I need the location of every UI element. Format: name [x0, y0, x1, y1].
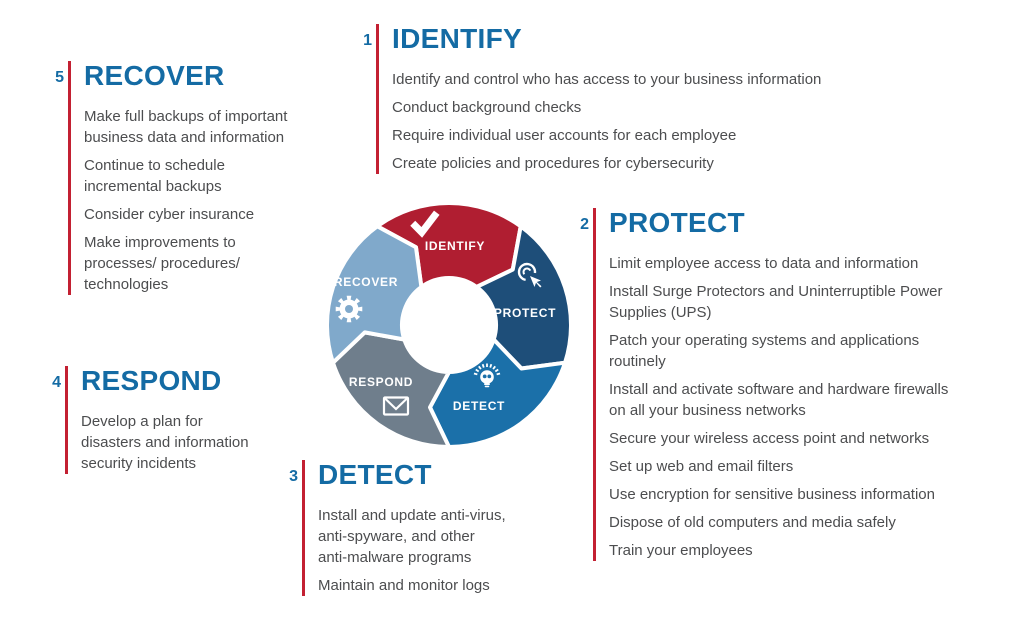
section-title-detect: DETECT: [318, 459, 432, 490]
section-item: Dispose of old computers and media safel…: [609, 514, 896, 531]
section-respond: 4 RESPOND Develop a plan for disasters a…: [43, 366, 278, 474]
section-item: Install and activate software and hardwa…: [609, 381, 949, 419]
section-item: Use encryption for sensitive business in…: [609, 486, 935, 503]
section-number-protect: 2: [580, 216, 589, 233]
wheel-label-identify: IDENTIFY: [425, 239, 485, 253]
check-icon: [410, 210, 440, 238]
section-body-identify: IDENTIFY Identify and control who has ac…: [376, 24, 821, 174]
section-number-detect: 3: [289, 468, 298, 485]
section-title-protect: PROTECT: [609, 207, 745, 238]
section-item: Make full backups of important business …: [84, 108, 288, 146]
section-protect: 2 PROTECT Limit employee access to data …: [571, 208, 991, 561]
wheel-label-detect: DETECT: [453, 399, 505, 413]
section-body-recover: RECOVER Make full backups of important b…: [68, 61, 287, 295]
envelope-icon: [382, 396, 410, 416]
section-detect: 3 DETECT Install and update anti-virus, …: [280, 460, 560, 596]
section-item: Require individual user accounts for eac…: [392, 127, 737, 144]
section-item: Conduct background checks: [392, 99, 582, 116]
gear-icon: [335, 295, 363, 323]
section-item: Maintain and monitor logs: [318, 577, 490, 594]
section-title-respond: RESPOND: [81, 365, 222, 396]
section-item: Install Surge Protectors and Uninterrupt…: [609, 283, 943, 321]
section-title-identify: IDENTIFY: [392, 23, 522, 54]
section-item: Patch your operating systems and applica…: [609, 332, 920, 370]
section-item: Develop a plan for disasters and informa…: [81, 413, 249, 472]
section-item: Secure your wireless access point and ne…: [609, 430, 930, 447]
wheel-segment-shape: [325, 224, 424, 365]
bulb-icon: [473, 363, 501, 388]
wheel-label-respond: RESPOND: [349, 375, 413, 389]
section-item: Limit employee access to data and inform…: [609, 255, 919, 272]
section-recover: 5 RECOVER Make full backups of important…: [46, 61, 296, 295]
section-body-protect: PROTECT Limit employee access to data an…: [593, 208, 948, 561]
section-body-respond: RESPOND Develop a plan for disasters and…: [65, 366, 249, 474]
section-item: Create policies and procedures for cyber…: [392, 155, 714, 172]
section-item: Identify and control who has access to y…: [392, 71, 822, 88]
wheel-segment-shape: [330, 330, 451, 449]
section-item: Train your employees: [609, 542, 753, 559]
section-identify: 1 IDENTIFY Identify and control who has …: [354, 24, 864, 174]
wheel-label-protect: PROTECT: [494, 306, 556, 320]
wheel-label-recover: RECOVER: [334, 275, 398, 289]
wheel-segment-respond: RESPOND: [330, 330, 451, 449]
cybersecurity-cycle-wheel: IDENTIFY PROTECT DETECT RESPOND RECOVER: [325, 201, 573, 449]
section-title-recover: RECOVER: [84, 60, 225, 91]
section-item: Make improvements to processes/ procedur…: [84, 234, 240, 293]
section-item: Continue to schedule incremental backups: [84, 157, 225, 195]
section-item: Consider cyber insurance: [84, 206, 255, 223]
section-body-detect: DETECT Install and update anti-virus, an…: [302, 460, 506, 596]
section-number-respond: 4: [52, 374, 61, 391]
section-number-identify: 1: [363, 32, 372, 49]
wheel-segment-recover: RECOVER: [325, 224, 424, 365]
section-item: Install and update anti-virus, anti-spyw…: [318, 507, 506, 566]
wheel-segment-protect: PROTECT: [474, 224, 573, 371]
section-item: Set up web and email filters: [609, 458, 794, 475]
section-number-recover: 5: [55, 69, 64, 86]
